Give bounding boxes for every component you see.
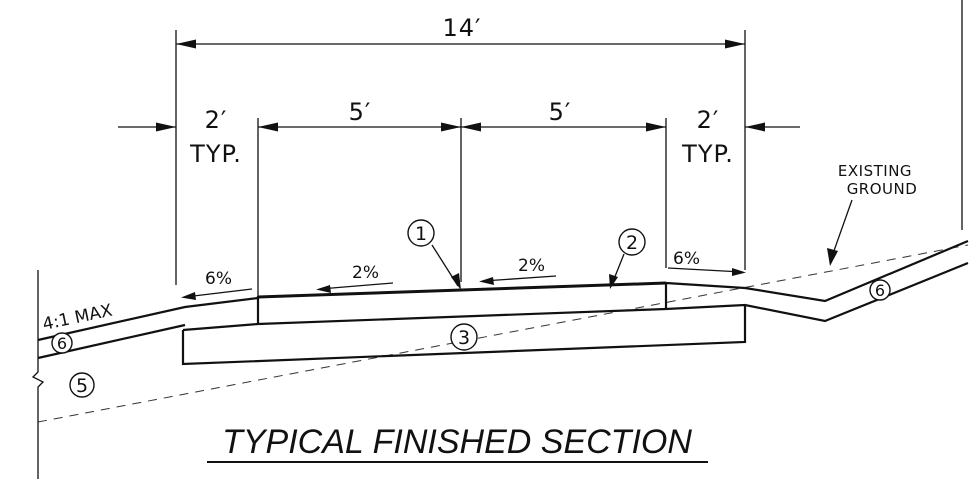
callout-5-circle: [69, 372, 95, 398]
right-lane-dim-left-arrow: [461, 122, 481, 132]
callout-1: 1: [407, 219, 461, 290]
callout-2-number: 2: [626, 232, 638, 254]
right-lane-slope-arrowhead: [479, 277, 494, 285]
callout-3-circle: [450, 323, 478, 351]
existing-ground-leader-arrow: [827, 248, 838, 266]
left-lane-dim-right-arrow: [441, 122, 461, 132]
existing-ground-line: [37, 244, 969, 423]
right-shoulder-typ-label: TYP.: [681, 140, 734, 168]
right-lane-dim-right-arrow: [646, 122, 666, 132]
callout-2: 2: [609, 228, 646, 289]
base-course-top-left: [182, 322, 259, 332]
callout-6-left: 6: [51, 332, 73, 354]
callout-6-left-circle: [51, 332, 73, 354]
callout-2-arrowhead: [609, 274, 618, 289]
right-lane-dim-label: 5′: [549, 98, 572, 126]
left-shoulder-dim-outer-arrow: [156, 122, 176, 132]
left-lane-slope-label: 2%: [352, 263, 379, 283]
existing-ground-label: EXISTING GROUND: [827, 162, 917, 266]
left-shoulder-slope-arrow-line: [184, 288, 253, 298]
left-shoulder-typ-label: TYP.: [189, 140, 242, 168]
callout-6-right: 6: [869, 279, 891, 301]
left-break-line: [31, 270, 45, 479]
callout-3-number: 3: [458, 327, 470, 349]
side-slope-label: 4:1 MAX: [41, 301, 115, 335]
left-lane-dim-left-arrow: [258, 122, 278, 132]
right-shoulder-slope-label: 6%: [673, 249, 700, 269]
callout-6-right-circle: [869, 279, 891, 301]
left-lane-slope-arrow-line: [319, 282, 394, 290]
callout-3: 3: [450, 323, 478, 351]
overall-dim-left-arrow: [176, 39, 196, 49]
right-ditch-surface: [744, 239, 969, 303]
left-shoulder-slope-label: 6%: [205, 269, 232, 289]
callout-6-right-number: 6: [875, 281, 885, 300]
left-shoulder-slope-arrowhead: [181, 292, 196, 300]
callout-1-number: 1: [415, 223, 427, 245]
callout-6-left-number: 6: [57, 334, 67, 353]
callout-1-circle: [407, 219, 435, 247]
right-shoulder-slope-arrowhead: [732, 268, 746, 276]
overall-dimension: 14′: [175, 14, 746, 285]
left-shoulder-dim-label: 2′: [205, 106, 228, 134]
right-lane-slope-arrow-line: [482, 275, 557, 282]
callout-1-arrowhead: [451, 273, 461, 290]
overall-dim-right-arrow: [725, 39, 745, 49]
left-lane-dim-label: 5′: [349, 98, 372, 126]
right-lane-slope-label: 2%: [518, 256, 545, 276]
right-shoulder-dimension: 2′ TYP.: [681, 106, 800, 168]
callout-5-number: 5: [76, 375, 88, 397]
existing-ground-label-line1: EXISTING: [838, 162, 912, 180]
right-shoulder-surface: [665, 281, 746, 290]
callout-2-circle: [618, 228, 646, 256]
right-shoulder-slope-arrow-line: [667, 267, 743, 273]
lane-dimensions: 5′ 5′: [258, 98, 666, 132]
pavement-bottom-surface: [257, 307, 667, 326]
section-title: TYPICAL FINISHED SECTION: [207, 423, 708, 463]
existing-ground-label-line2: GROUND: [847, 180, 918, 198]
right-shoulder-dim-label: 2′: [697, 106, 720, 134]
left-shoulder-dimension: 2′ TYP.: [118, 106, 242, 168]
pavement-top-surface: [257, 281, 667, 299]
left-side-slope-surface: [37, 296, 259, 342]
callout-5: 5: [69, 372, 95, 398]
right-shoulder-dim-outer-arrow: [745, 122, 765, 132]
left-lane-slope-arrowhead: [316, 285, 331, 293]
pavement-section: [31, 239, 969, 479]
base-course-outline: [181, 305, 747, 366]
section-title-text: TYPICAL FINISHED SECTION: [222, 423, 692, 461]
overall-dim-label: 14′: [443, 14, 482, 42]
right-ditch-subgrade: [665, 261, 969, 323]
